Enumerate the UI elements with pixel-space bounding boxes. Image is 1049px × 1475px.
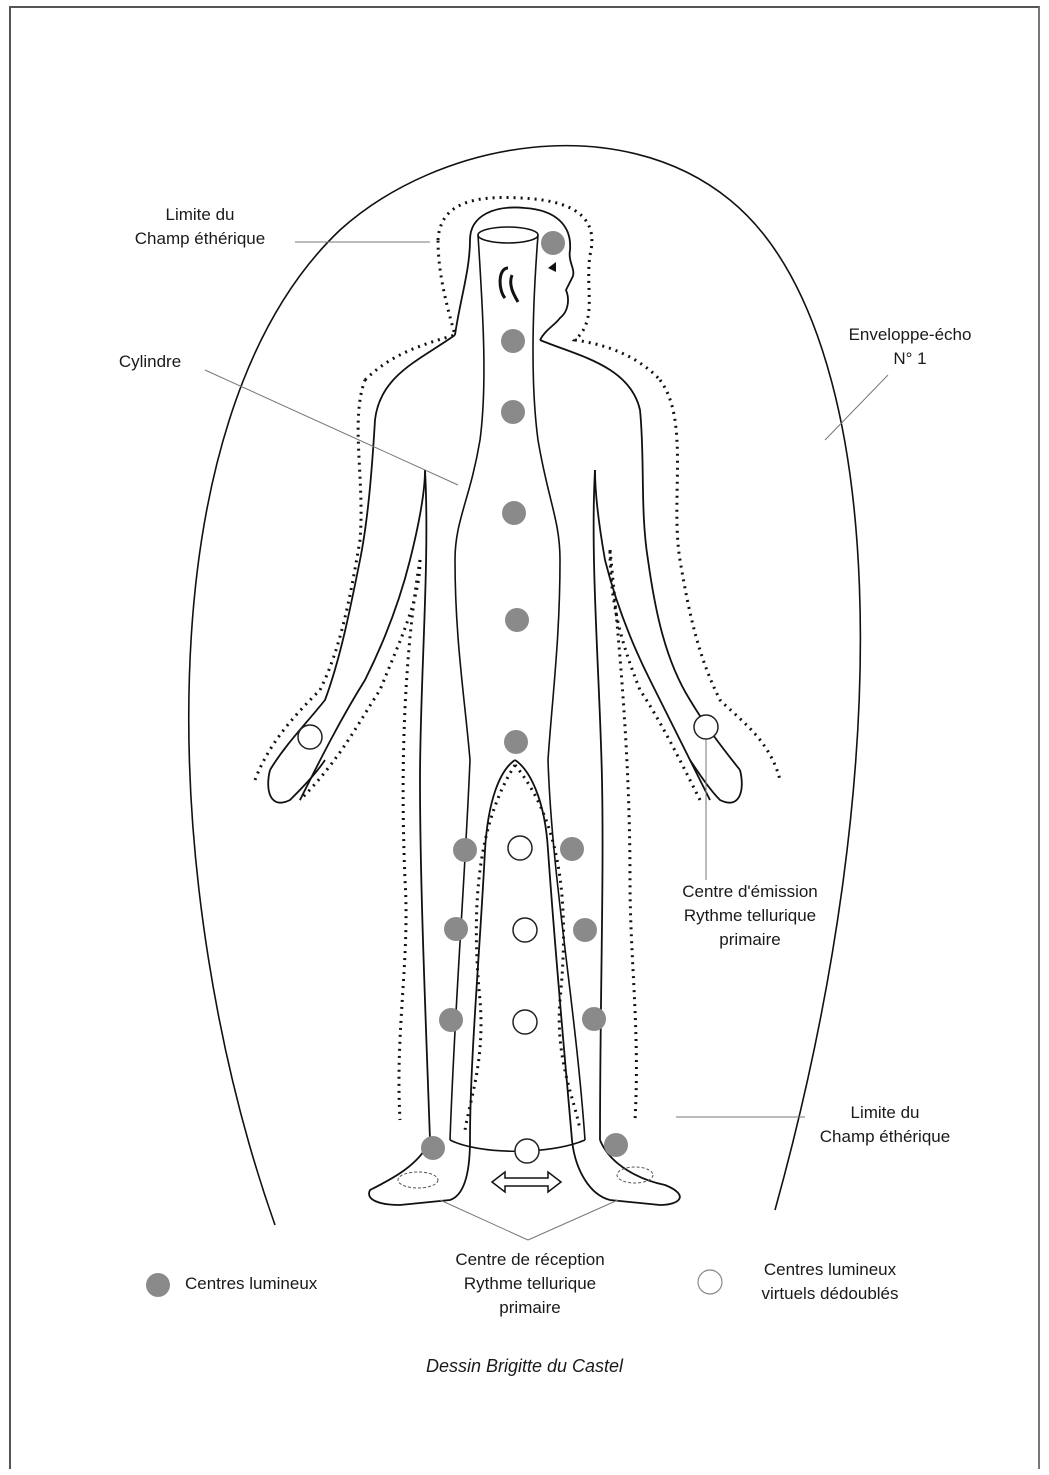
label-centre-emission: Centre d'émission Rythme tellurique prim… — [650, 880, 850, 952]
label-line: Centres lumineux — [735, 1258, 925, 1282]
filled-center — [573, 918, 597, 942]
ear-mark — [500, 268, 518, 302]
filled-center — [453, 838, 477, 862]
label-limite-champ-bottom: Limite du Champ éthérique — [795, 1101, 975, 1149]
label-line: Limite du — [795, 1101, 975, 1125]
hollow-center — [298, 725, 322, 749]
label-line: Enveloppe-écho — [820, 323, 1000, 347]
drawing-credit: Dessin Brigitte du Castel — [0, 1356, 1049, 1377]
label-line: virtuels dédoublés — [735, 1282, 925, 1306]
label-line: N° 1 — [820, 347, 1000, 371]
filled-center — [504, 730, 528, 754]
label-line: Centre d'émission — [650, 880, 850, 904]
hollow-center — [513, 918, 537, 942]
label-centre-reception: Centre de réception Rythme tellurique pr… — [420, 1248, 640, 1320]
label-enveloppe-echo: Enveloppe-écho N° 1 — [820, 323, 1000, 371]
echo-envelope-outline — [189, 146, 861, 1225]
legend-filled-label: Centres lumineux — [185, 1272, 375, 1296]
label-cylindre: Cylindre — [100, 350, 200, 374]
legend-hollow-marker — [698, 1270, 722, 1294]
label-line: Rythme tellurique — [650, 904, 850, 928]
label-limite-champ-top: Limite du Champ éthérique — [110, 203, 290, 251]
label-line: primaire — [420, 1296, 640, 1320]
legend-filled-marker — [146, 1273, 170, 1297]
label-line: primaire — [650, 928, 850, 952]
leader-enveloppe — [825, 375, 888, 440]
label-line: Centre de réception — [420, 1248, 640, 1272]
filled-center — [502, 501, 526, 525]
legend-hollow-label: Centres lumineux virtuels dédoublés — [735, 1258, 925, 1306]
filled-center — [501, 329, 525, 353]
filled-center — [501, 400, 525, 424]
filled-center — [444, 917, 468, 941]
filled-center — [505, 608, 529, 632]
label-line: Champ éthérique — [795, 1125, 975, 1149]
label-line: Champ éthérique — [110, 227, 290, 251]
hollow-center — [515, 1139, 539, 1163]
eye-mark — [548, 262, 556, 272]
hollow-center — [694, 715, 718, 739]
leader-reception-left — [440, 1200, 528, 1240]
leader-cylindre — [205, 370, 458, 485]
filled-center — [421, 1136, 445, 1160]
filled-center — [560, 837, 584, 861]
label-line: Rythme tellurique — [420, 1272, 640, 1296]
hollow-center — [513, 1010, 537, 1034]
filled-center — [541, 231, 565, 255]
hollow-center — [508, 836, 532, 860]
filled-center — [604, 1133, 628, 1157]
label-line: Limite du — [110, 203, 290, 227]
left-sole-oval — [398, 1172, 438, 1188]
double-arrow — [492, 1172, 561, 1192]
filled-center — [439, 1008, 463, 1032]
leader-reception-right — [528, 1200, 618, 1240]
human-figure-outline — [268, 207, 742, 1205]
filled-center — [582, 1007, 606, 1031]
